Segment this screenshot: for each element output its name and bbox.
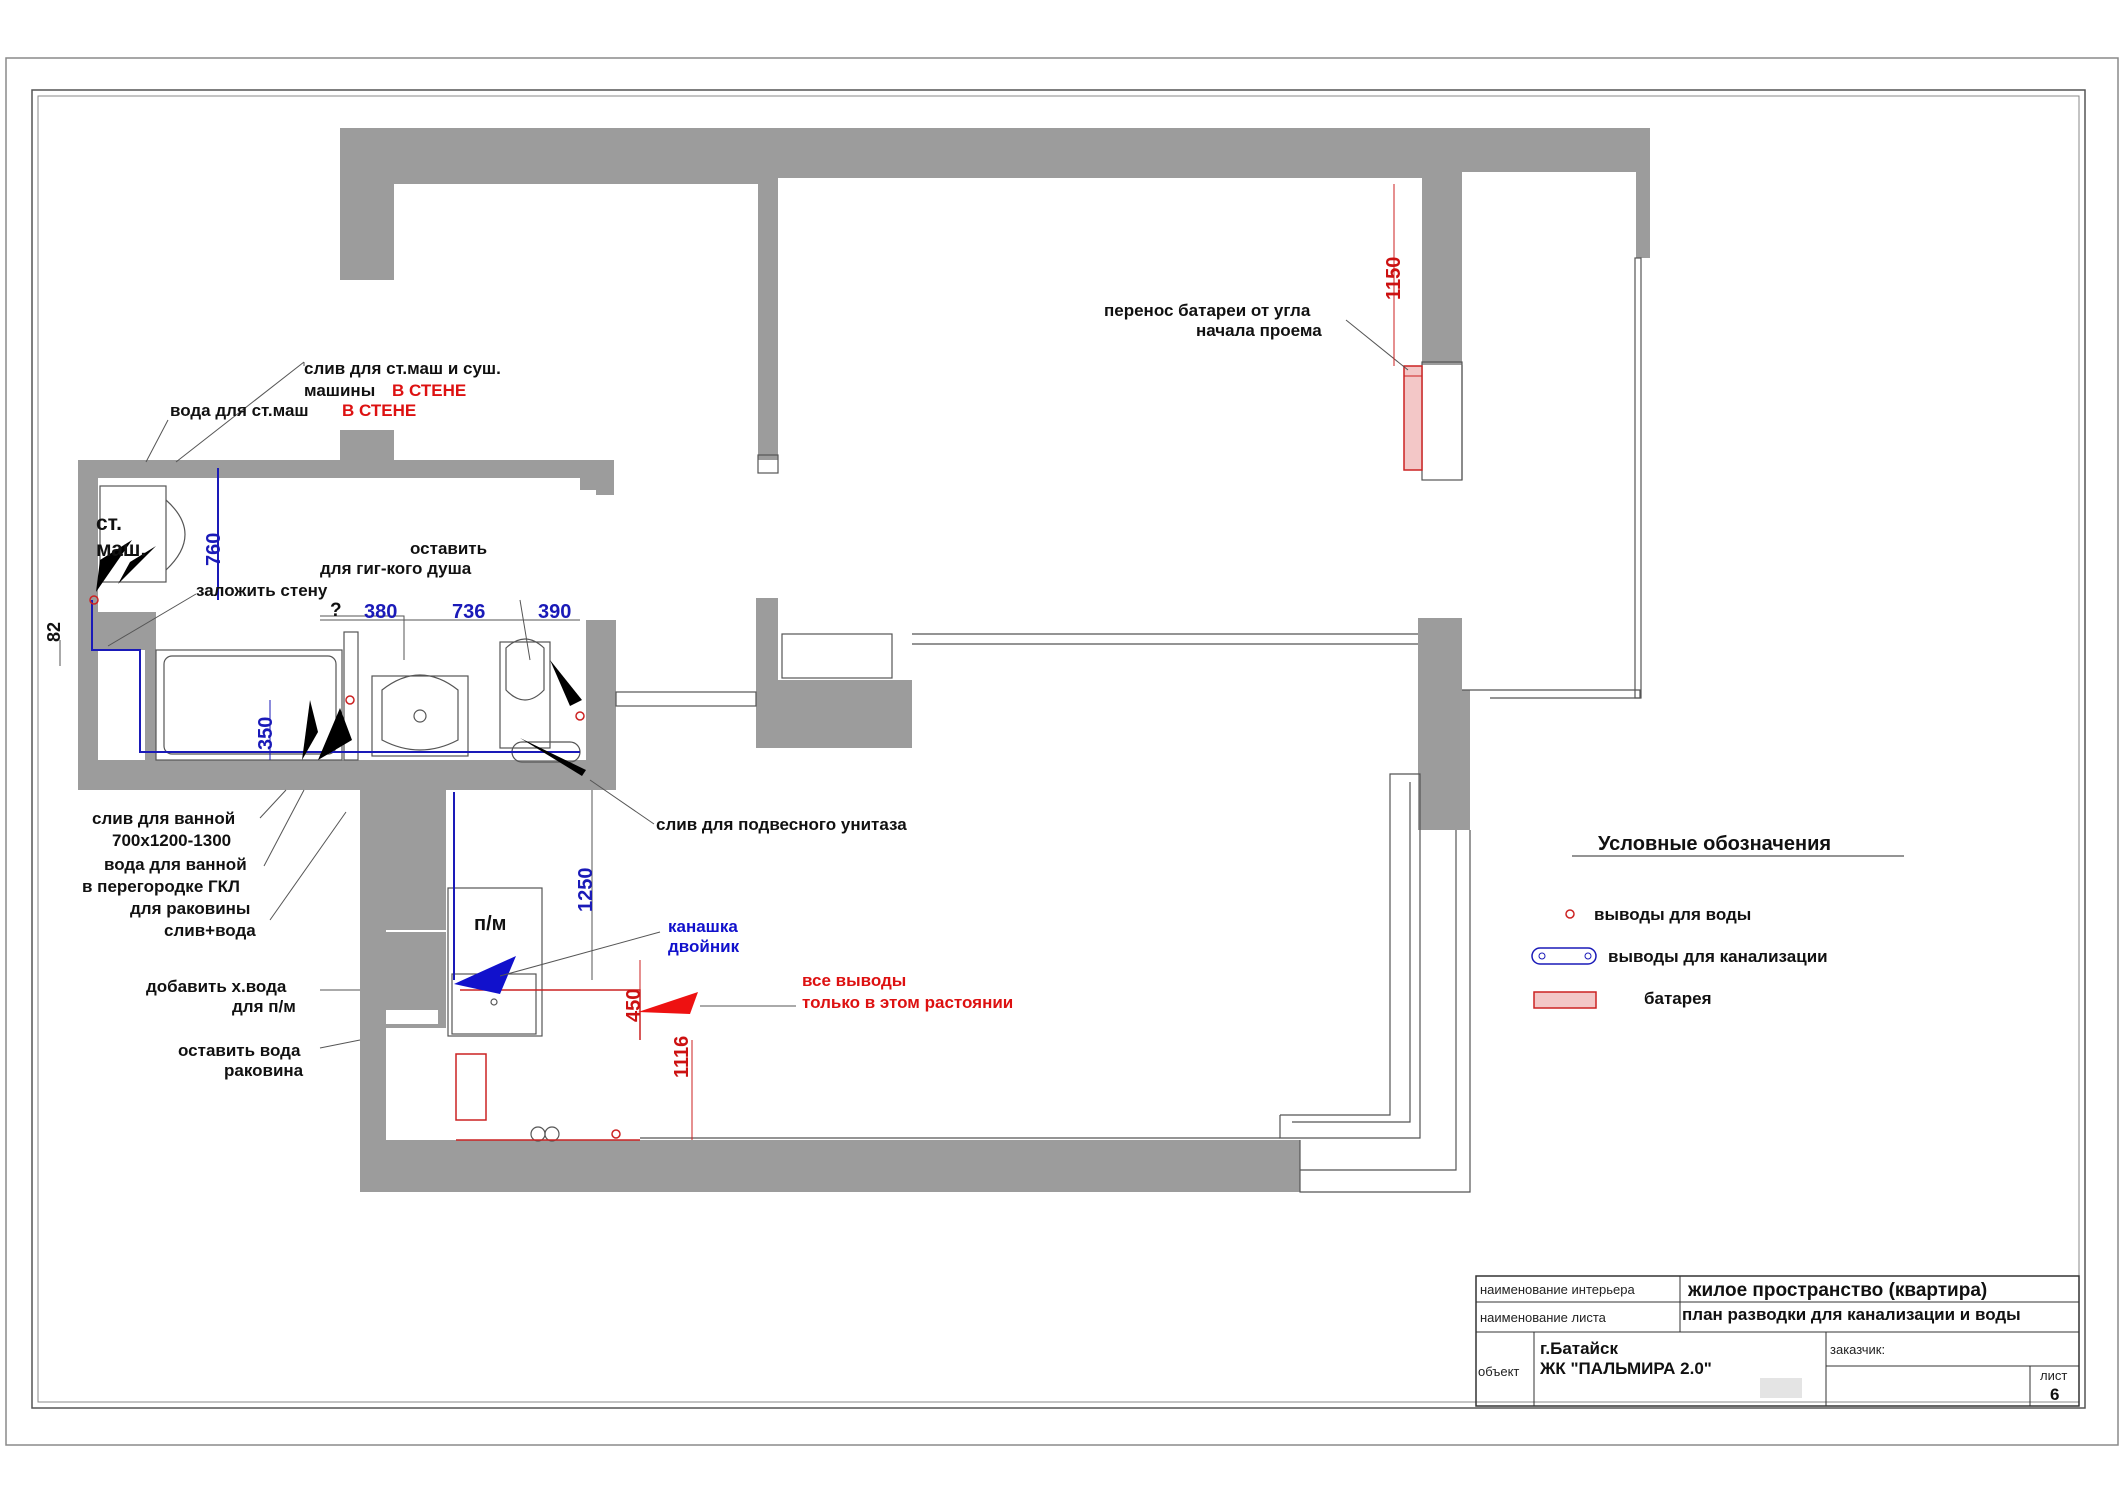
title-object-label: объект [1478, 1364, 1519, 1379]
wall-bath-right [590, 622, 616, 790]
annotation-sink-1: для раковины [130, 899, 250, 918]
dimension-390: 390 [538, 601, 571, 623]
annotation-sewer-2: двойник [668, 937, 740, 956]
radiator [1403, 365, 1423, 471]
walls [78, 128, 1650, 1192]
dimension-1116: 1116 [671, 1036, 693, 1078]
annotation-bath-drain-2: 700х1200-1300 [112, 831, 231, 850]
annotation-in-wall-1: В СТЕНЕ [392, 381, 466, 400]
dishwasher-label: п/м [474, 913, 506, 935]
washbasin [371, 675, 469, 757]
inner-frame-2 [37, 95, 2080, 1403]
annotation-all-outlets-2: только в этом растоянии [802, 993, 1013, 1012]
dimension-760: 760 [203, 533, 225, 566]
leaders [107, 319, 1409, 1049]
bathroom-fixtures [98, 485, 581, 763]
annotation-drain-washer-1: слив для ст.маш и суш. [304, 359, 501, 378]
inner-frame [31, 89, 2086, 1409]
title-block: наименование интерьера жилое пространств… [1475, 1275, 2080, 1407]
annotation-bath-water-2: в перегородке ГКЛ [82, 877, 240, 896]
legend-water-icon [1565, 909, 1575, 919]
washing-machine [99, 485, 167, 583]
annotation-all-outlets-1: все выводы [802, 971, 906, 990]
title-sheet-value: план разводки для канализации и воды [1682, 1305, 2021, 1324]
annotation-bath-drain-1: слив для ванной [92, 809, 235, 828]
wall-kitchen-left [360, 790, 1300, 1192]
annotation-radiator-move-1: перенос батареи от угла [1104, 301, 1311, 320]
water-outlet [575, 711, 585, 721]
dimension-450: 450 [623, 989, 645, 1022]
annotation-dishwasher-water-2: для п/м [232, 997, 296, 1016]
washer-label-2: маш. [96, 538, 146, 561]
legend: Условные обозначения выводы для воды выв… [1531, 833, 1904, 1009]
annotation-dishwasher-water-1: добавить х.вода [146, 977, 287, 996]
water-outlet [89, 595, 99, 605]
legend-radiator-icon [1533, 991, 1597, 1009]
wall-center [756, 598, 912, 748]
dishwasher-cabinet [447, 887, 543, 1037]
wall-top [340, 128, 1650, 460]
arrows [96, 540, 698, 1014]
dimension-82: 82 [44, 622, 64, 642]
legend-sewer-icon [1531, 947, 1597, 965]
water-outlet [611, 1129, 621, 1139]
annotation-sink-water-2: раковина [224, 1061, 304, 1080]
red-cabinet [455, 1053, 487, 1121]
annotation-radiator-move-2: начала проема [1196, 321, 1322, 340]
dimension-lines [59, 184, 1395, 1140]
title-page-label: лист [2040, 1368, 2067, 1383]
annotation-in-wall-2: В СТЕНЕ [342, 401, 416, 420]
legend-title: Условные обозначения [1598, 833, 1831, 855]
outer-frame [5, 57, 2119, 1446]
annotation-sewer-1: канашка [668, 917, 738, 936]
title-interior-value: жилое пространство (квартира) [1687, 1280, 1987, 1301]
annotation-question: ? [330, 600, 342, 621]
annotation-block-wall: заложить стену [196, 581, 328, 600]
title-sheet-label: наименование листа [1480, 1310, 1607, 1325]
dimension-1150: 1150 [1383, 257, 1405, 300]
title-interior-label: наименование интерьера [1480, 1282, 1635, 1297]
annotation-toilet-drain: слив для подвесного унитаза [656, 815, 907, 834]
wall-kitchen-stub [386, 790, 446, 930]
annotation-sink-2: слив+вода [164, 921, 256, 940]
annotation-leave-2: для гиг-кого душа [320, 559, 472, 578]
dimension-1250: 1250 [575, 868, 597, 913]
annotation-water-washer: вода для ст.маш [170, 401, 309, 420]
title-page-number: 6 [2050, 1385, 2059, 1404]
legend-item-radiator: батарея [1644, 989, 1712, 1008]
wall-bath-bottom-strip [78, 760, 616, 790]
title-object-city: г.Батайск [1540, 1339, 1618, 1358]
dimension-380: 380 [364, 601, 397, 623]
annotation-drain-washer-2: машины [304, 381, 375, 400]
legend-item-sewer: выводы для канализации [1608, 947, 1828, 966]
annotation-leave-1: оставить [410, 539, 487, 558]
title-object-complex: ЖК "ПАЛЬМИРА 2.0" [1539, 1359, 1712, 1378]
washer-label-1: ст. [96, 512, 122, 535]
dimension-350: 350 [255, 717, 277, 750]
water-outlet [345, 695, 355, 705]
wall-right-pillar [1418, 618, 1470, 830]
wall-bath-top [78, 430, 600, 790]
dimension-736: 736 [452, 601, 485, 623]
annotation-bath-water-1: вода для ванной [104, 855, 247, 874]
bathtub [155, 649, 343, 761]
thin-lines [615, 257, 1642, 1193]
legend-item-water: выводы для воды [1594, 905, 1751, 924]
wall-pilaster [596, 460, 614, 495]
toilet [499, 641, 551, 749]
annotation-sink-water-1: оставить вода [178, 1041, 301, 1060]
title-customer-label: заказчик: [1830, 1342, 1885, 1357]
